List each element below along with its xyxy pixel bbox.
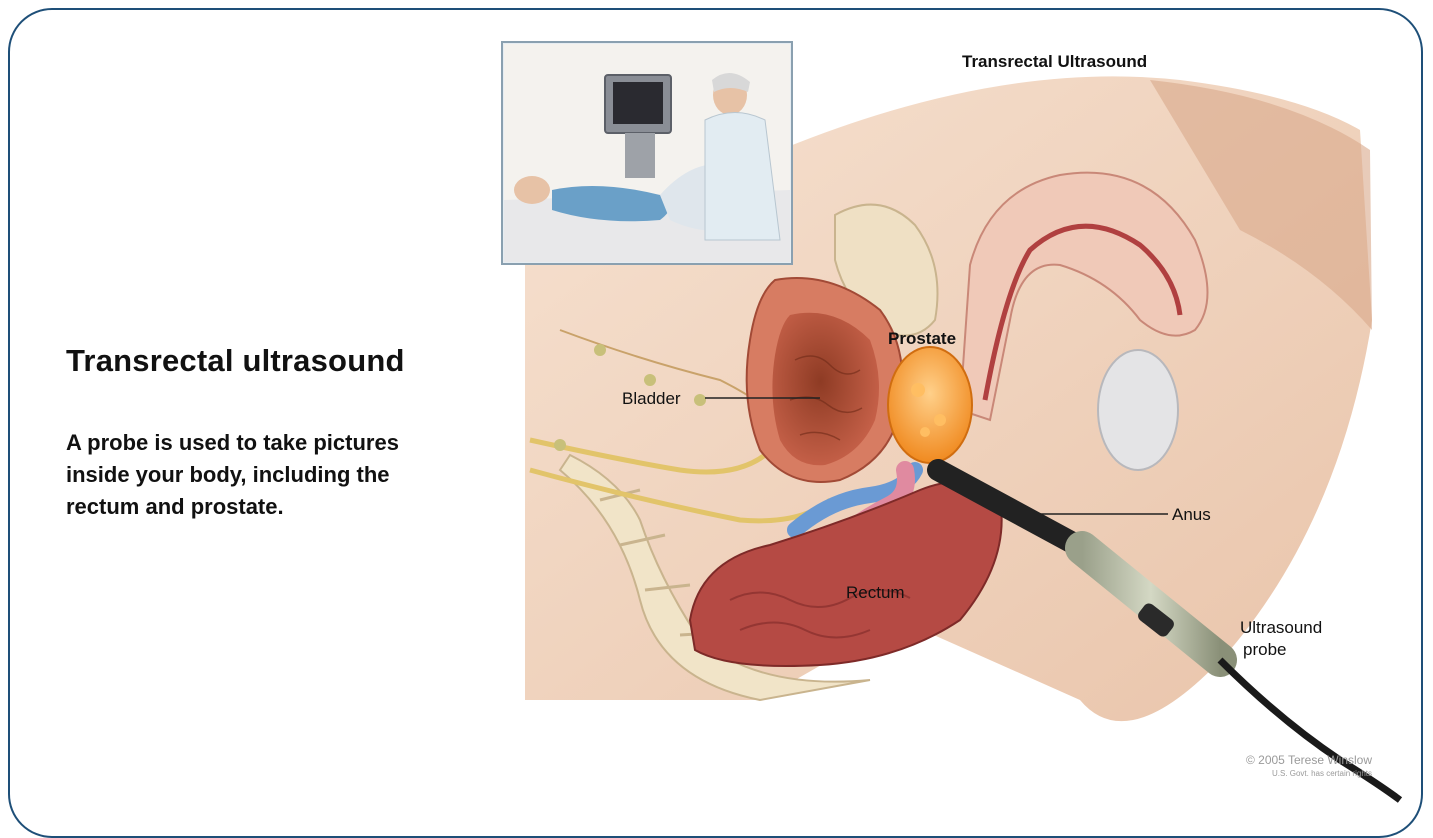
inset-procedure-scene <box>502 42 792 264</box>
figure-title: Transrectal Ultrasound <box>962 52 1147 71</box>
testis <box>1098 350 1178 470</box>
label-probe-line1: Ultrasound <box>1240 618 1322 637</box>
bladder <box>747 278 903 482</box>
prostate <box>888 347 972 463</box>
credit-line2: U.S. Govt. has certain rights <box>1272 769 1372 778</box>
label-bladder: Bladder <box>622 389 681 408</box>
label-prostate: Prostate <box>888 329 956 348</box>
label-anus: Anus <box>1172 505 1211 524</box>
credit-line1: © 2005 Terese Winslow <box>1246 753 1372 767</box>
label-probe-line2: probe <box>1243 640 1286 659</box>
label-rectum: Rectum <box>846 583 905 602</box>
anatomy-illustration: Transrectal Ultrasound Prostate Bladder … <box>0 0 1433 820</box>
